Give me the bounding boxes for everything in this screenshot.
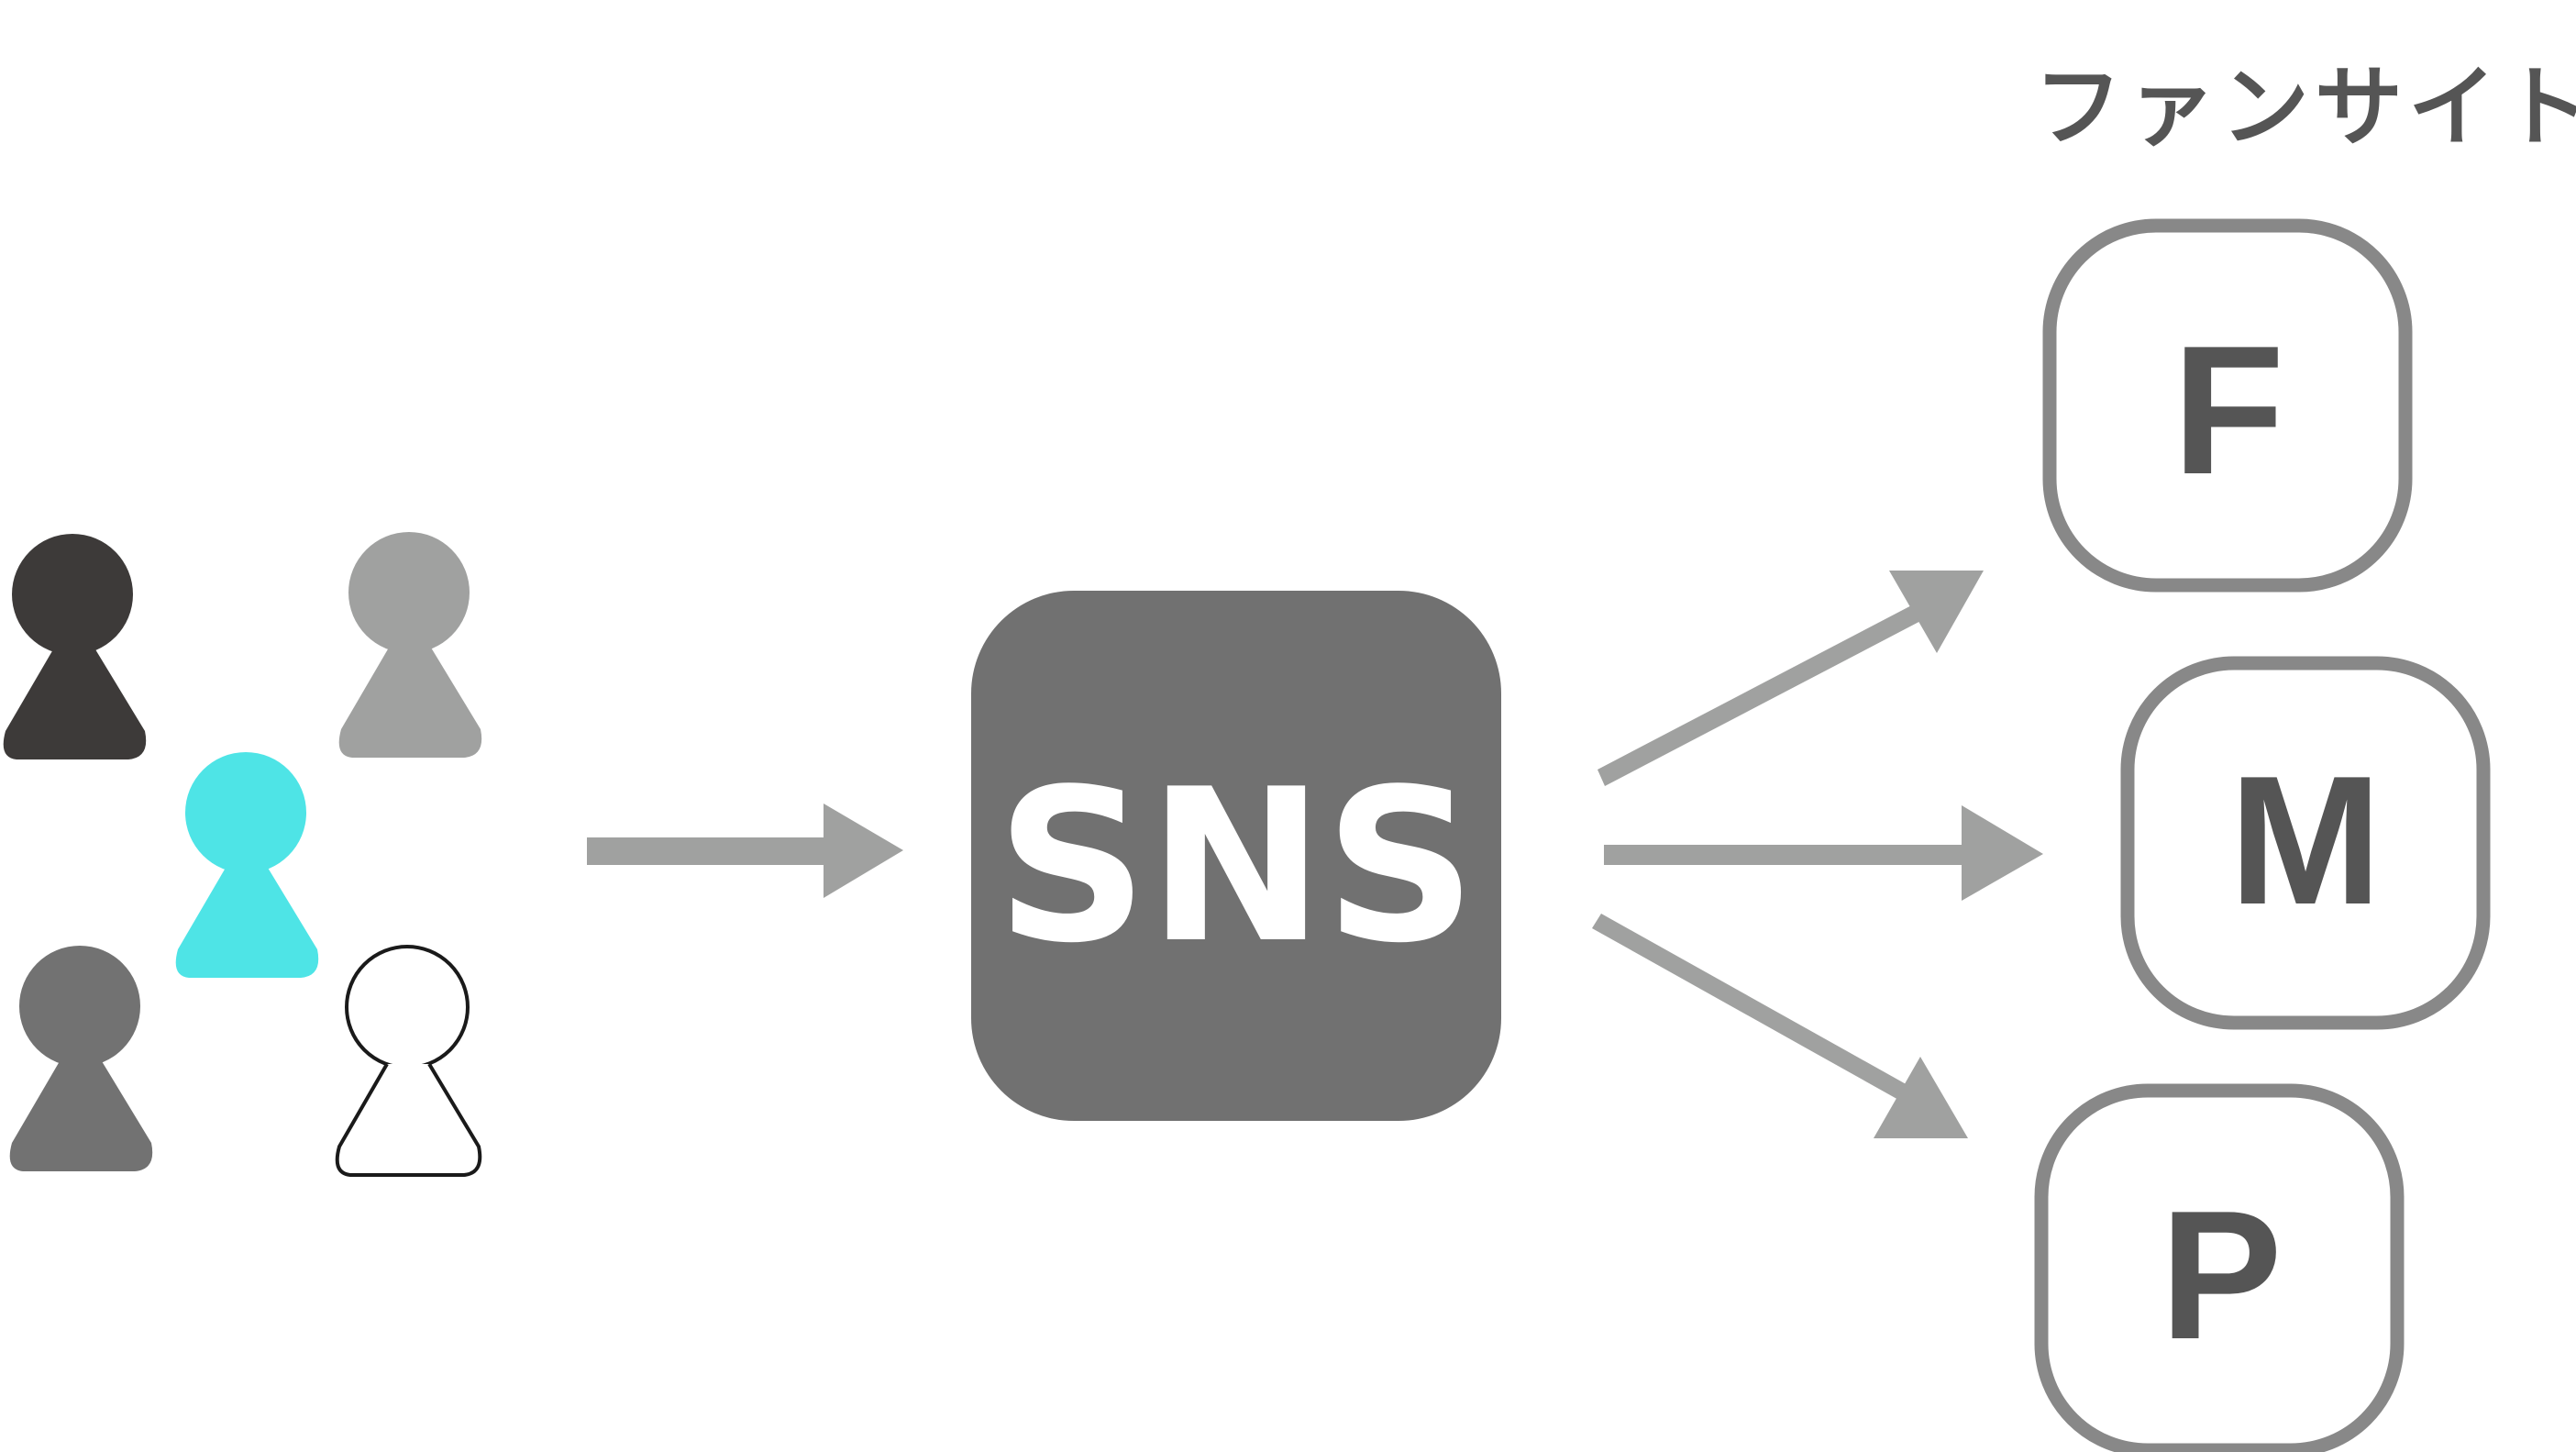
person-icon-light-gray (338, 532, 482, 758)
site-box-p: P (2034, 1083, 2405, 1452)
arrow-users-to-sns (587, 804, 903, 898)
site-box-m: M (2120, 656, 2491, 1030)
site-letter-p: P (2160, 1173, 2282, 1378)
person-icon-cyan (175, 752, 319, 978)
person-icon-mid-gray (9, 946, 153, 1171)
person-icon-dark (3, 534, 147, 759)
site-letter-f: F (2172, 308, 2284, 513)
sns-box: SNS (971, 591, 1501, 1121)
people-group (3, 532, 482, 1177)
arrow-sns-to-m (1604, 805, 2043, 901)
sns-label: SNS (996, 745, 1476, 990)
arrow-sns-to-p (1592, 914, 1968, 1138)
site-box-f: F (2042, 218, 2413, 593)
arrow-sns-to-f (1598, 571, 1984, 786)
fan-site-label: ファンサイト (2034, 56, 2576, 159)
person-icon-outline (335, 945, 482, 1177)
site-letter-m: M (2229, 738, 2383, 943)
